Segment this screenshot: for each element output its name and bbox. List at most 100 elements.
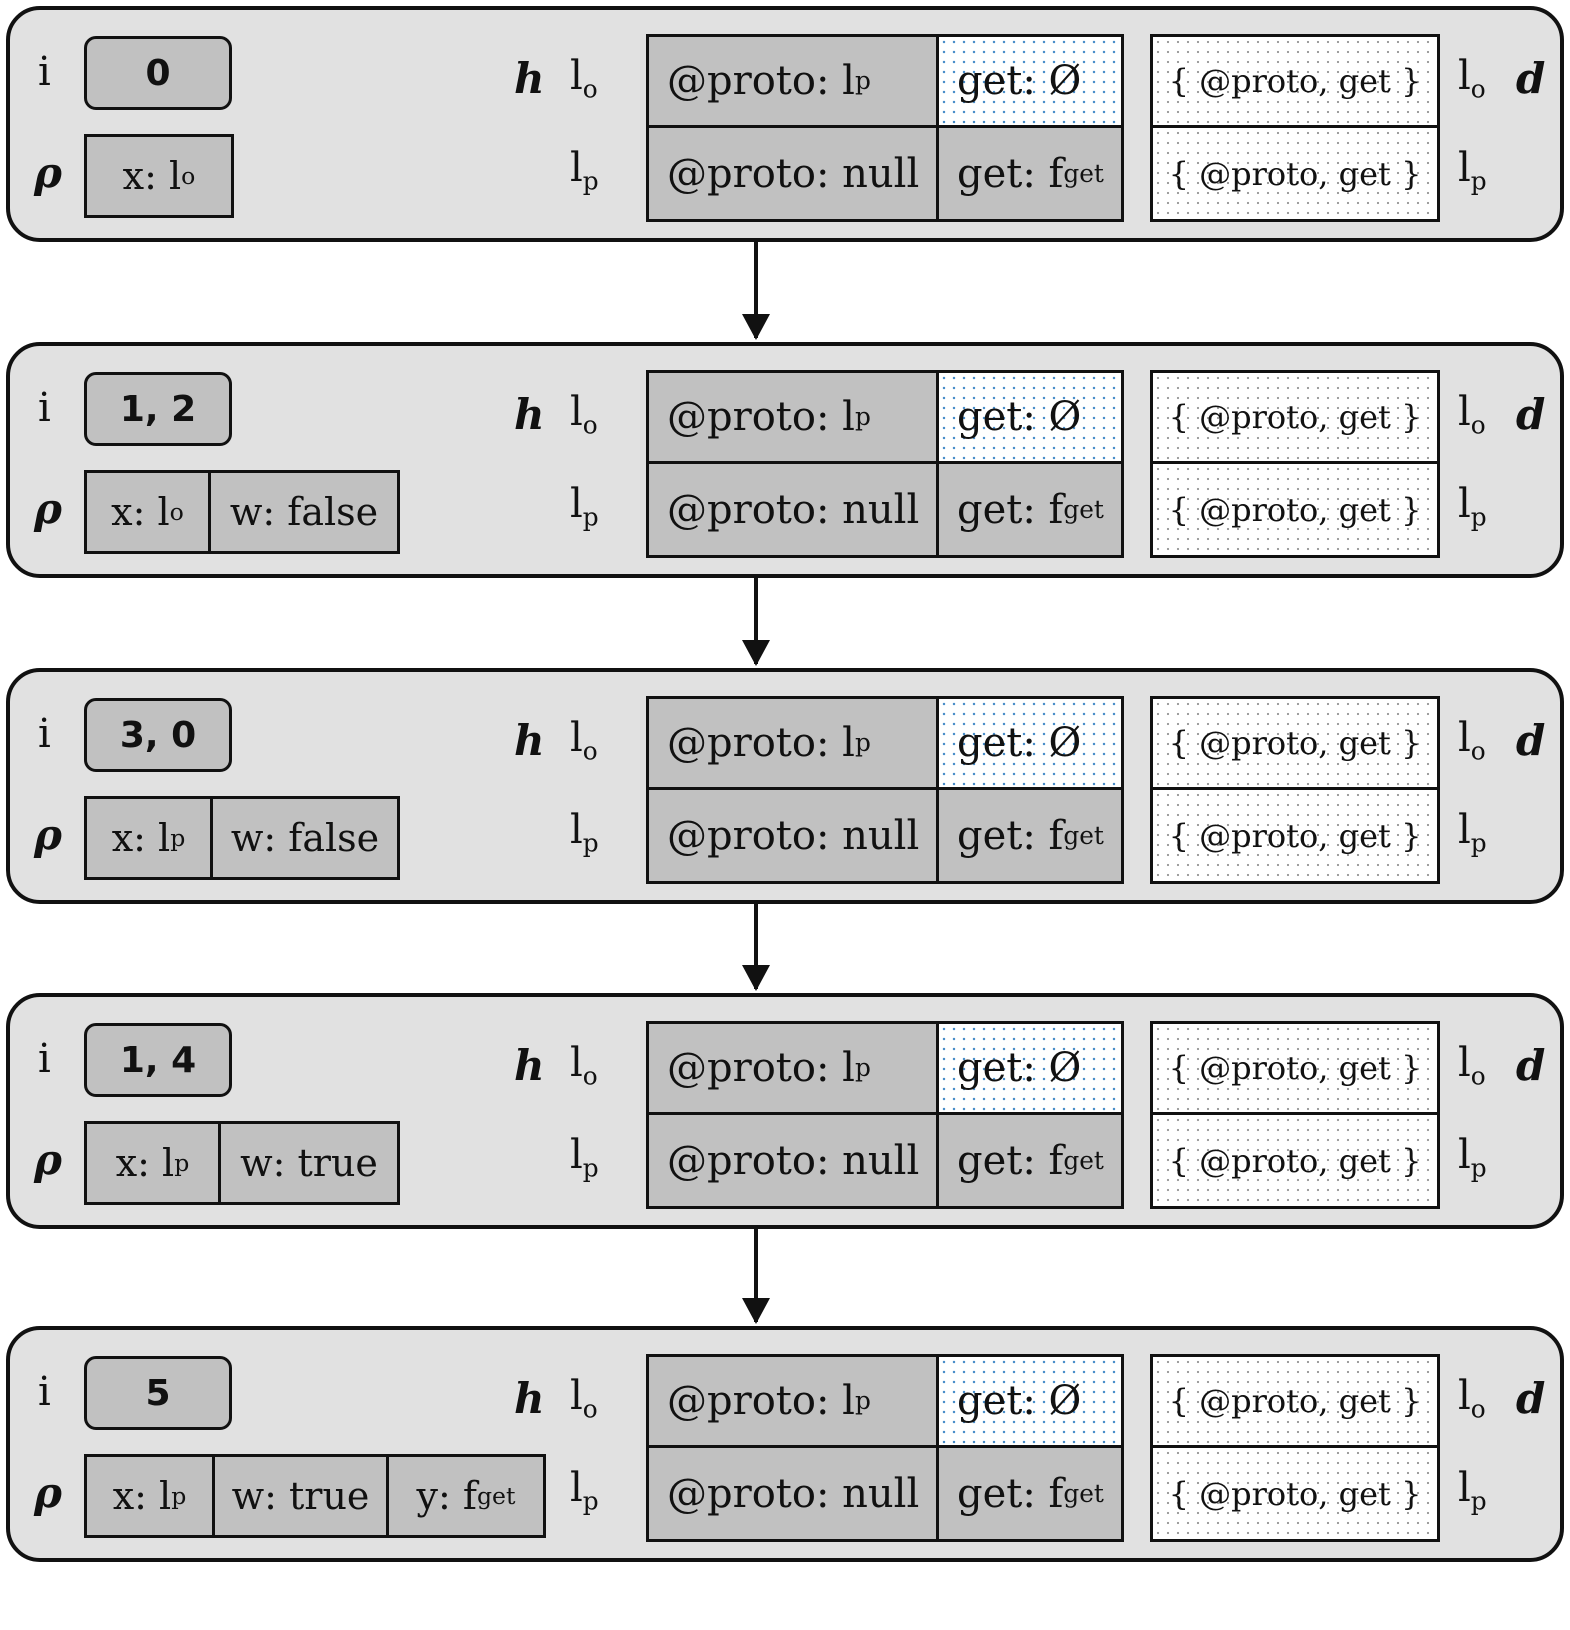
domain-location-lo: lo	[1458, 1373, 1486, 1422]
location-subscript: o	[1470, 1394, 1486, 1424]
heap-lp-proto: @proto: null	[649, 1115, 939, 1206]
domain-table: { @proto, get }{ @proto, get }	[1150, 696, 1440, 884]
env-binding: w: true	[221, 1124, 397, 1202]
domain-lp-fields: { @proto, get }	[1153, 1115, 1437, 1206]
location-subscript: o	[582, 410, 598, 440]
heap-location-lo: lo	[570, 1043, 598, 1089]
location-text: l	[570, 807, 583, 853]
location-text: l	[570, 715, 583, 761]
domain-location-lo: lo	[1458, 53, 1486, 102]
env-label: ρ	[34, 1468, 62, 1517]
heap-label: h	[514, 390, 545, 439]
location-text: l	[570, 481, 583, 527]
binding-text: x: l	[122, 154, 182, 198]
binding-text: x: l	[111, 816, 171, 860]
instruction-index-box: 1, 2	[84, 372, 232, 446]
env-label: ρ	[34, 1135, 62, 1184]
domain-table: { @proto, get }{ @proto, get }	[1150, 1021, 1440, 1209]
domain-lo-fields: { @proto, get }	[1153, 1024, 1437, 1115]
field-text: get: f	[957, 150, 1064, 197]
heap-label: h	[514, 716, 545, 765]
field-text: get: f	[957, 486, 1064, 533]
location-subscript: o	[1470, 74, 1486, 104]
domain-location-lp: lp	[1458, 145, 1487, 194]
location-subscript: p	[1470, 1153, 1487, 1183]
transition-arrow	[742, 1229, 770, 1324]
location-subscript: p	[1470, 828, 1487, 858]
field-text: @proto: l	[667, 1378, 855, 1424]
domain-label: d	[1516, 390, 1546, 439]
binding-text: w: true	[231, 1474, 370, 1518]
heap-location-lo: lo	[570, 715, 598, 764]
env-binding: w: true	[215, 1457, 389, 1535]
env-binding: w: false	[213, 799, 397, 877]
domain-location-lo: lo	[1458, 1043, 1486, 1089]
location-text: l	[570, 1465, 583, 1511]
location-text: l	[1458, 145, 1471, 191]
instruction-index-box: 1, 4	[84, 1023, 232, 1097]
location-text: l	[1458, 1132, 1471, 1178]
domain-lp-fields: { @proto, get }	[1153, 790, 1437, 881]
heap-lo-get: get: Ø	[939, 37, 1121, 128]
binding-text: w: true	[240, 1141, 378, 1185]
domain-label: d	[1516, 1374, 1546, 1423]
location-text: l	[1458, 807, 1471, 853]
location-subscript: p	[582, 1486, 599, 1516]
location-text: l	[570, 1132, 583, 1178]
heap-location-lp: lp	[570, 148, 599, 194]
location-subscript: p	[582, 502, 599, 532]
domain-lo-fields: { @proto, get }	[1153, 37, 1437, 128]
heap-location-lo: lo	[570, 392, 598, 438]
field-text: get: f	[957, 1137, 1064, 1184]
index-label: i	[38, 49, 51, 95]
location-text: l	[1458, 53, 1471, 99]
binding-text: x: l	[112, 1474, 172, 1518]
domain-lo-fields: { @proto, get }	[1153, 1357, 1437, 1448]
heap-lo-get: get: Ø	[939, 373, 1121, 464]
location-subscript: o	[582, 736, 598, 766]
location-text: l	[1458, 389, 1471, 435]
location-subscript: p	[1470, 1486, 1487, 1516]
domain-label: d	[1516, 1041, 1546, 1090]
location-subscript: p	[582, 828, 599, 858]
heap-location-lp: lp	[570, 1132, 599, 1181]
env-binding: w: false	[211, 473, 397, 551]
heap-lp-proto: @proto: null	[649, 128, 939, 219]
domain-lp-fields: { @proto, get }	[1153, 1448, 1437, 1539]
transition-arrow	[742, 904, 770, 991]
domain-label: d	[1516, 716, 1546, 765]
location-subscript: o	[1470, 1061, 1486, 1091]
location-subscript: o	[1470, 410, 1486, 440]
domain-location-lo: lo	[1458, 389, 1486, 438]
location-subscript: p	[582, 1153, 599, 1183]
env-label: ρ	[34, 484, 62, 533]
heap-lp-proto: @proto: null	[649, 464, 939, 555]
binding-text: x: l	[111, 490, 170, 534]
heap-lo-get: get: Ø	[939, 1024, 1121, 1115]
domain-lo-fields: { @proto, get }	[1153, 699, 1437, 790]
domain-table: { @proto, get }{ @proto, get }	[1150, 1354, 1440, 1542]
domain-lo-fields: { @proto, get }	[1153, 373, 1437, 464]
heap-location-lo: lo	[570, 1376, 598, 1422]
location-text: l	[1458, 1373, 1471, 1419]
domain-lp-fields: { @proto, get }	[1153, 464, 1437, 555]
transition-arrow	[742, 578, 770, 666]
transition-arrow	[742, 242, 770, 340]
